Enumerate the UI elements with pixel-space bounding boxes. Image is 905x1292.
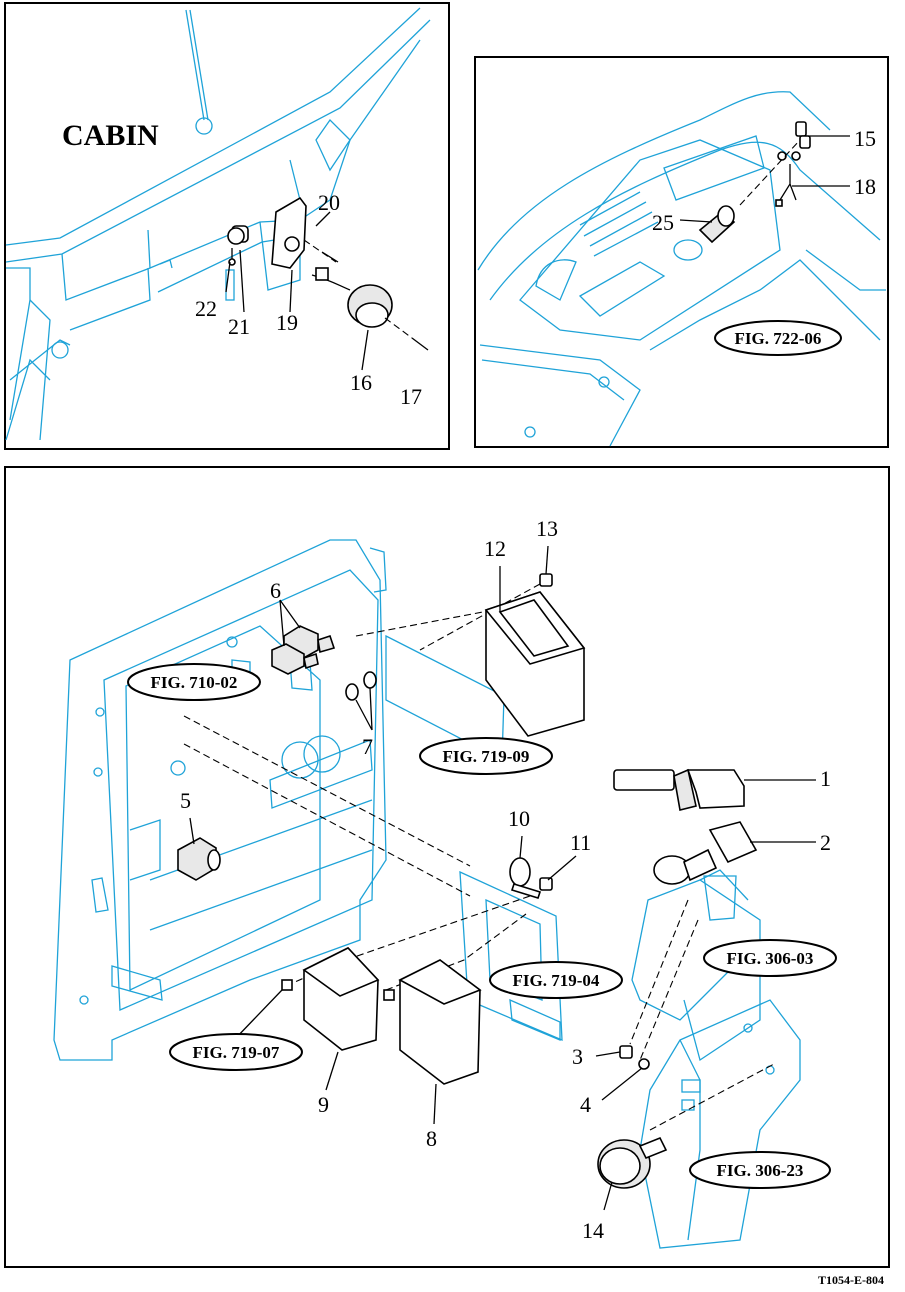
cabin-panel [4, 2, 450, 450]
callout-17: 17 [400, 384, 422, 409]
callout-25: 25 [652, 210, 674, 235]
figref-719-09: FIG. 719-09 [443, 747, 530, 766]
figref-306-23: FIG. 306-23 [717, 1161, 804, 1180]
main-panel [4, 466, 890, 1268]
figref-oval-306-03 [703, 939, 837, 977]
callout-12: 12 [484, 536, 506, 561]
figref-719-04: FIG. 719-04 [513, 971, 600, 990]
drawing-code: T1054-E-804 [818, 1273, 884, 1287]
cabin-parts [225, 196, 429, 371]
figref-722-06: FIG. 722-06 [735, 329, 822, 348]
callout-16: 16 [350, 370, 372, 395]
figref-oval-719-07 [169, 1033, 303, 1071]
callout-22: 22 [195, 296, 217, 321]
console-structure [477, 91, 886, 447]
main-parts [177, 545, 816, 1211]
callout-5: 5 [180, 788, 191, 813]
callout-3: 3 [572, 1044, 583, 1069]
callout-1: 1 [820, 766, 831, 791]
callout-4: 4 [580, 1092, 591, 1117]
figref-oval-710-02 [127, 663, 261, 701]
callout-11: 11 [570, 830, 591, 855]
figref-719-07: FIG. 719-07 [193, 1043, 280, 1062]
figref-306-03: FIG. 306-03 [727, 949, 814, 968]
callout-15: 15 [854, 126, 876, 151]
callout-2: 2 [820, 830, 831, 855]
figref-oval-722-06 [714, 320, 842, 356]
callout-10: 10 [508, 806, 530, 831]
cabin-title: CABIN [62, 119, 159, 152]
console-panel [474, 56, 889, 448]
callout-7: 7 [362, 734, 373, 759]
figref-oval-719-04 [489, 961, 623, 999]
callout-13: 13 [536, 516, 558, 541]
callout-9: 9 [318, 1092, 329, 1117]
callout-6: 6 [270, 578, 281, 603]
callout-19: 19 [276, 310, 298, 335]
callout-8: 8 [426, 1126, 437, 1151]
figref-oval-306-23 [689, 1151, 831, 1189]
callout-21: 21 [228, 314, 250, 339]
console-parts [679, 121, 850, 244]
callout-18: 18 [854, 174, 876, 199]
callout-20: 20 [318, 190, 340, 215]
figref-oval-719-09 [419, 737, 553, 775]
callout-14: 14 [582, 1218, 604, 1243]
figref-710-02: FIG. 710-02 [151, 673, 238, 692]
